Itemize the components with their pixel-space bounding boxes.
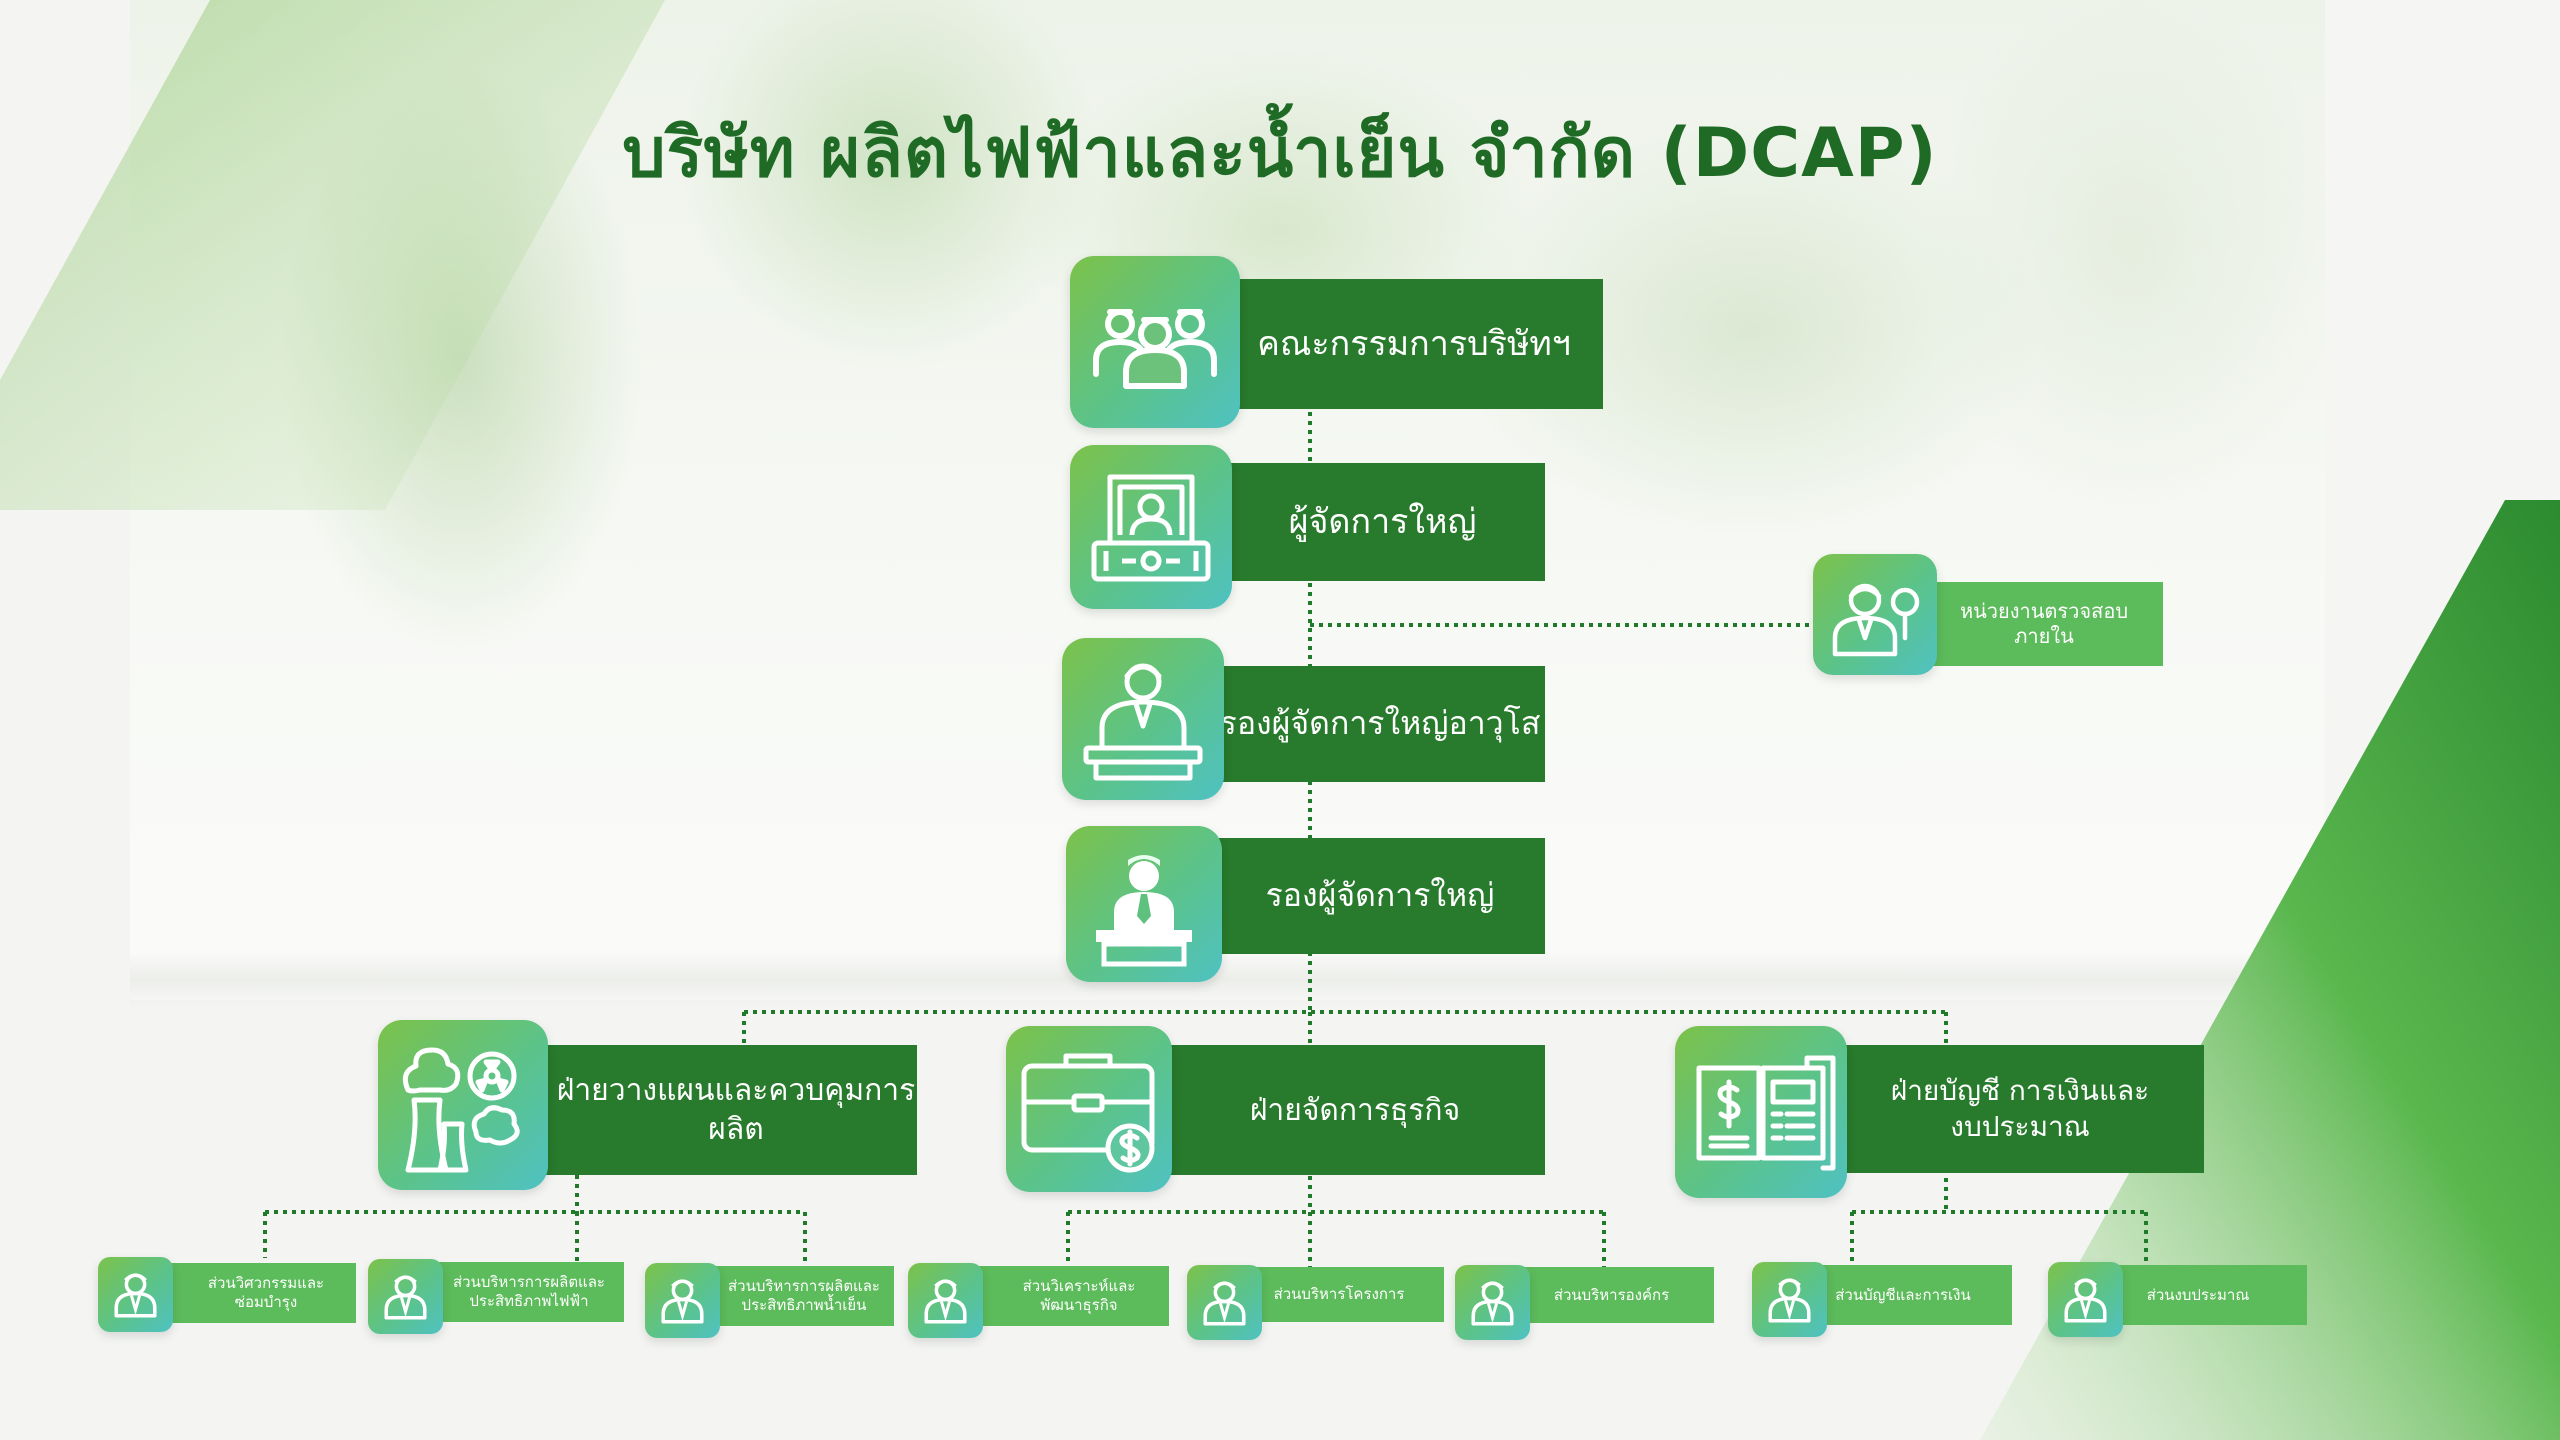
- node-vp-label: รองผู้จัดการใหญ่: [1215, 838, 1545, 954]
- node-audit-label: หน่วยงานตรวจสอบ ภายใน: [1925, 582, 2163, 666]
- node-ceo-label: ผู้จัดการใหญ่: [1220, 463, 1545, 581]
- staff-person-icon: [368, 1259, 443, 1334]
- power-plant-icon: [378, 1020, 548, 1190]
- staff-person-icon: [1455, 1265, 1530, 1340]
- section-label-box: ส่วนวิศวกรรมและ ซ่อมบำรุง: [162, 1263, 356, 1323]
- section-label: ส่วนบริหารการผลิตและ ประสิทธิภาพน้ำเย็น: [728, 1277, 880, 1314]
- staff-person-icon: [2048, 1262, 2123, 1337]
- section-label: ส่วนวิศวกรรมและ ซ่อมบำรุง: [207, 1274, 325, 1311]
- node-dept-finance-label: ฝ่ายบัญชี การเงินและ งบประมาณ: [1836, 1045, 2204, 1173]
- section-label: ส่วนบริหารโครงการ: [1273, 1285, 1405, 1304]
- section-label-box: ส่วนบริหารการผลิตและ ประสิทธิภาพไฟฟ้า: [420, 1262, 624, 1322]
- node-dept-planning-label: ฝ่ายวางแผนและควบคุมการผลิต: [545, 1045, 917, 1175]
- speaker-podium-icon: [1062, 638, 1224, 800]
- group-icon: [1070, 256, 1240, 428]
- left-diagonal-band: [0, 0, 665, 510]
- briefcase-dollar-icon: [1006, 1026, 1172, 1192]
- node-board-label: คณะกรรมการบริษัทฯ: [1225, 279, 1603, 409]
- section-label: ส่วนบัญชีและการเงิน: [1835, 1285, 1971, 1304]
- right-diagonal-band: [1980, 500, 2560, 1440]
- staff-person-icon: [98, 1257, 173, 1332]
- section-label: ส่วนบริหารการผลิตและ ประสิทธิภาพไฟฟ้า: [453, 1273, 605, 1310]
- staff-person-icon: [645, 1263, 720, 1338]
- node-dept-finance-text: ฝ่ายบัญชี การเงินและ งบประมาณ: [1890, 1073, 2150, 1143]
- page-title: บริษัท ผลิตไฟฟ้าและน้ำเย็น จำกัด (DCAP): [622, 114, 1938, 193]
- node-dept-business-label: ฝ่ายจัดการธุรกิจ: [1165, 1045, 1545, 1175]
- staff-person-icon: [1187, 1265, 1262, 1340]
- section-label: ส่วนวิเคราะห์และ พัฒนาธุรกิจ: [1022, 1277, 1136, 1314]
- section-label: ส่วนงบประมาณ: [2146, 1285, 2250, 1304]
- section-label-box: ส่วนบริหารองค์กร: [1495, 1267, 1714, 1323]
- background-floor: [130, 950, 2325, 1010]
- section-label-box: ส่วนบริหารการผลิตและ ประสิทธิภาพน้ำเย็น: [700, 1266, 894, 1326]
- section-label-box: ส่วนวิเคราะห์และ พัฒนาธุรกิจ: [975, 1266, 1169, 1326]
- ledger-dollar-icon: [1675, 1026, 1847, 1198]
- staff-person-icon: [1752, 1262, 1827, 1337]
- executive-desk-icon: [1070, 445, 1232, 609]
- node-audit-text: หน่วยงานตรวจสอบ ภายใน: [1959, 599, 2129, 648]
- section-label: ส่วนบริหารองค์กร: [1553, 1285, 1670, 1304]
- staff-person-icon: [908, 1263, 983, 1338]
- node-senior-vp-label: รองผู้จัดการใหญ่อาวุโส: [1215, 666, 1545, 782]
- inspector-magnifier-icon: [1813, 554, 1937, 675]
- manager-desk-icon: [1066, 826, 1222, 982]
